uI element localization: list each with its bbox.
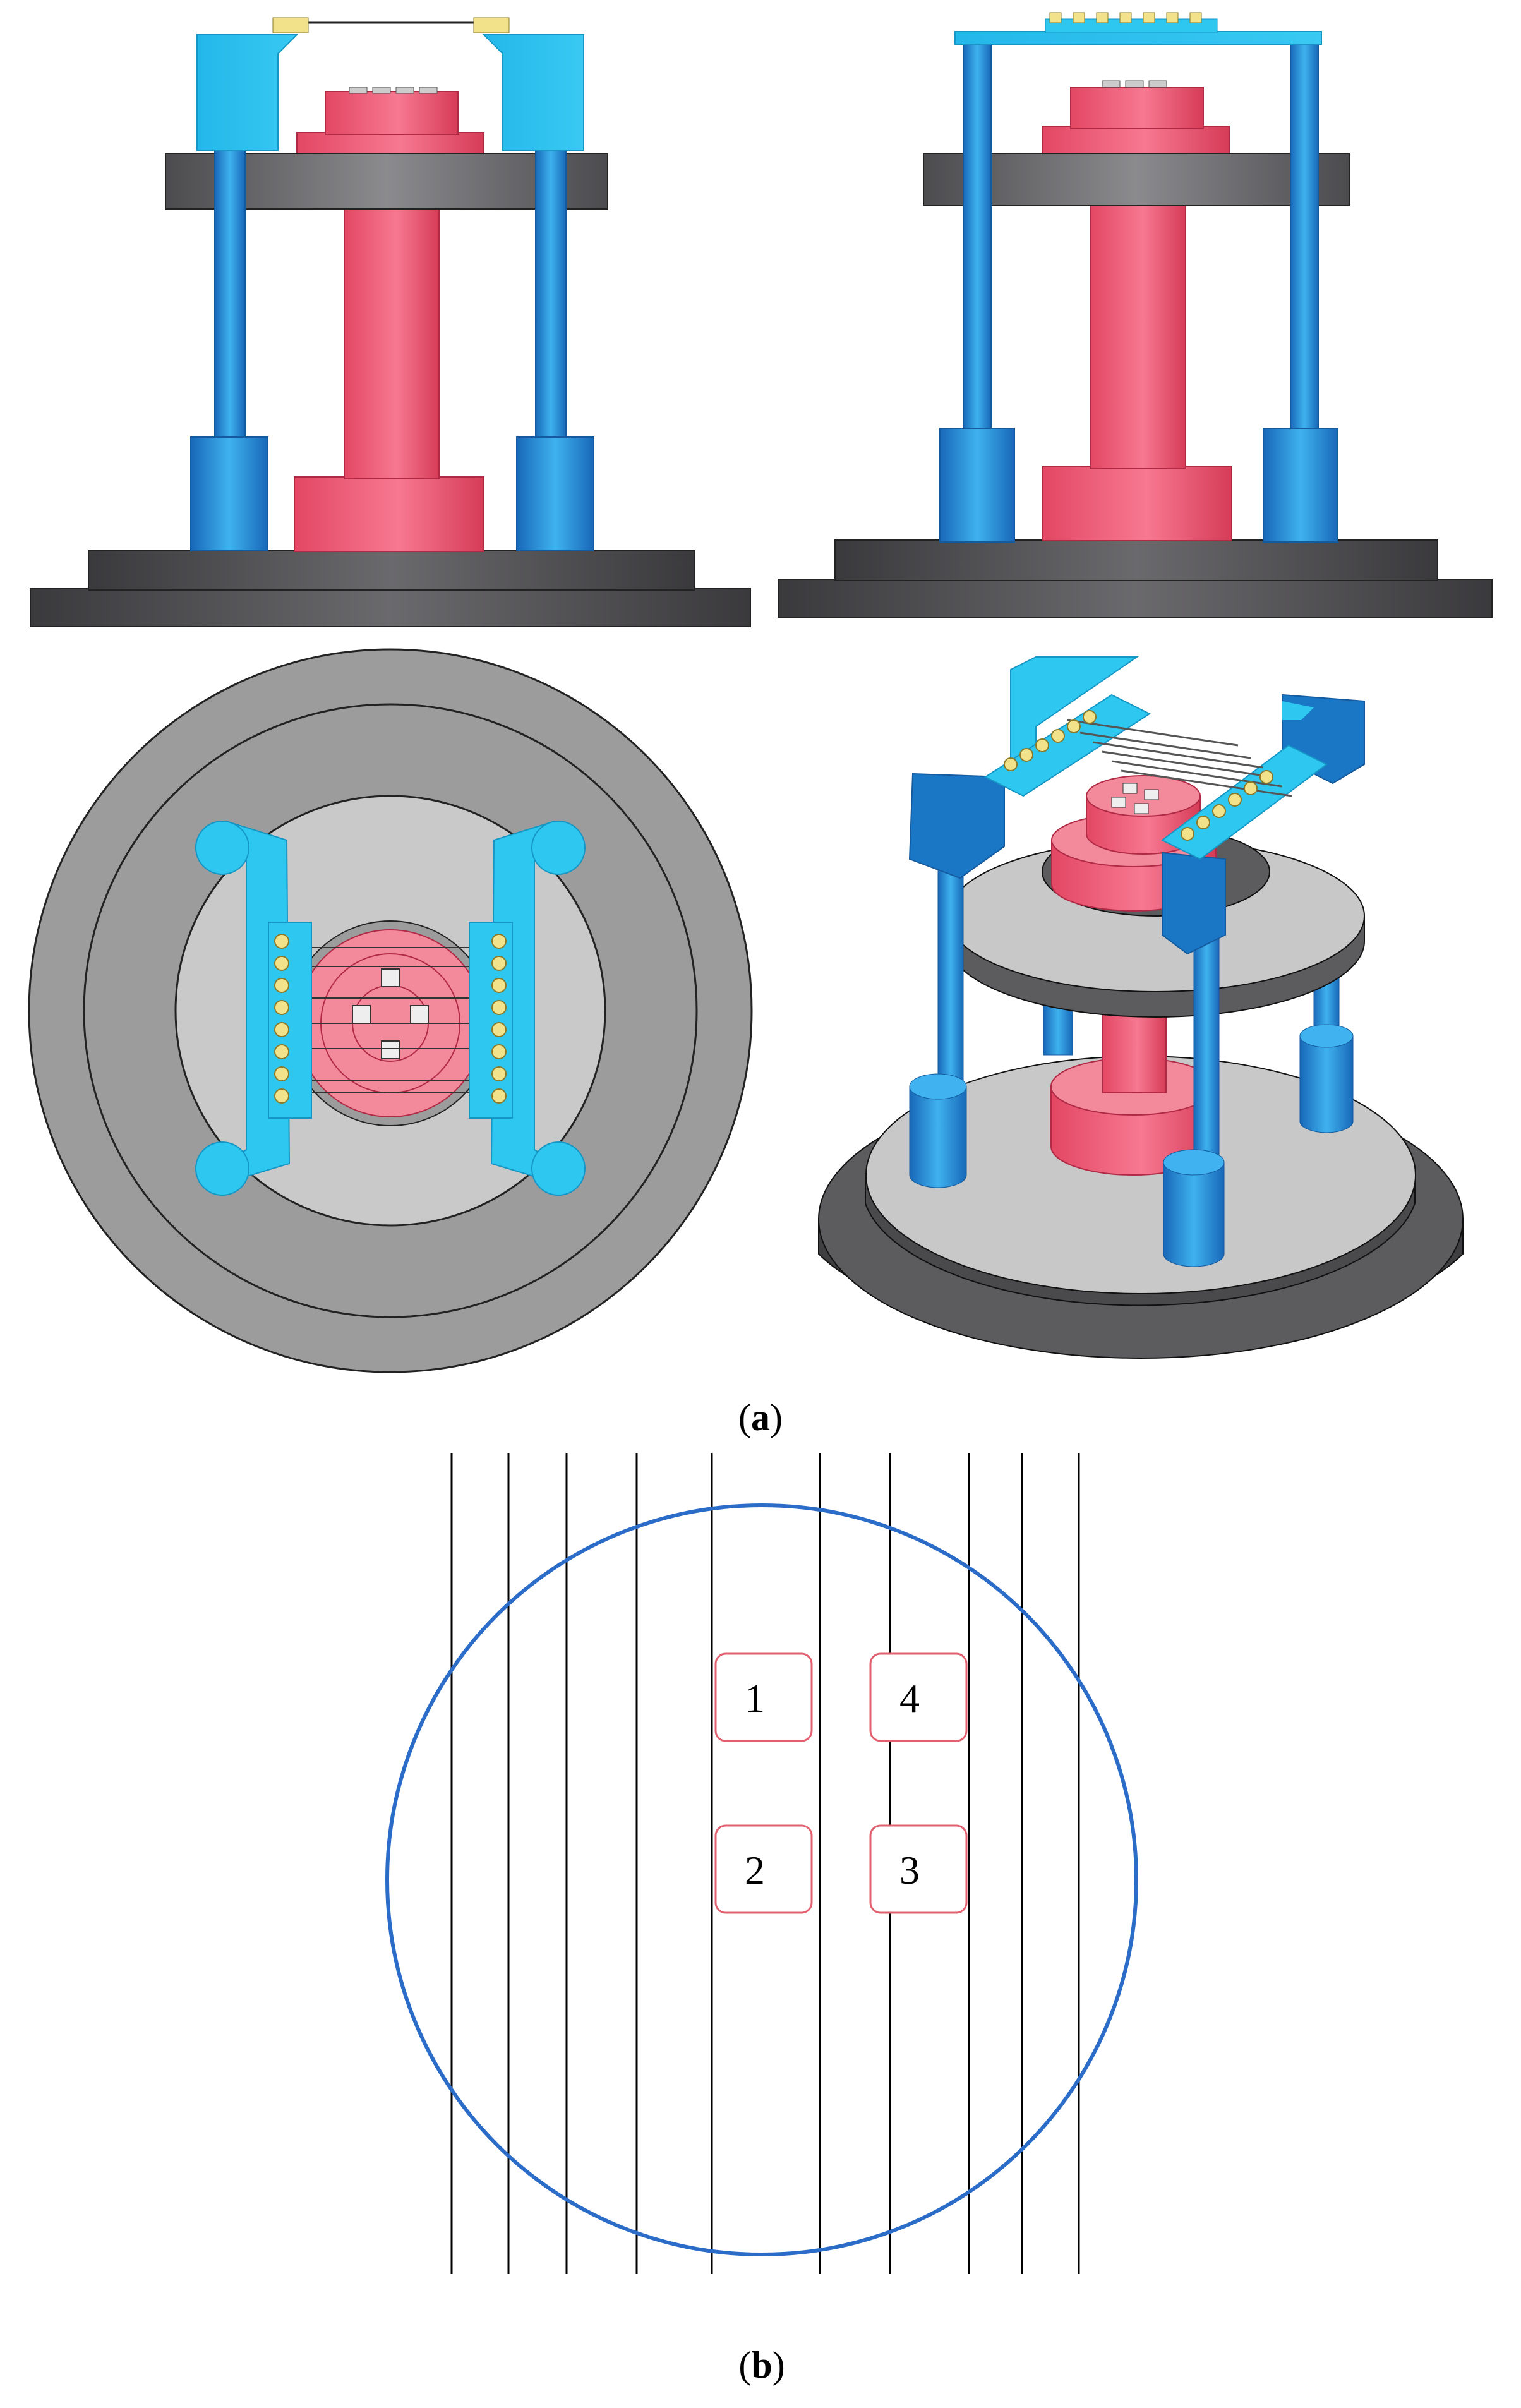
gold-terminals bbox=[1049, 12, 1202, 23]
base-plate-upper bbox=[88, 550, 695, 591]
core-lower-flange bbox=[294, 476, 484, 552]
post-foot-left bbox=[190, 436, 268, 551]
gold-terminal-left bbox=[272, 17, 309, 33]
sensor-pad bbox=[1125, 80, 1144, 88]
caption-b: (b) bbox=[738, 2344, 785, 2386]
pad-label: 2 bbox=[745, 1848, 765, 1893]
front-view-right bbox=[778, 12, 1493, 618]
top-view bbox=[28, 648, 753, 1373]
sensor-pad bbox=[352, 1005, 371, 1024]
post-left bbox=[214, 148, 246, 440]
pad-box bbox=[714, 1652, 813, 1742]
core-column bbox=[1090, 200, 1186, 469]
pad-1: 1 bbox=[714, 1652, 813, 1742]
post-right bbox=[535, 148, 567, 440]
post-foot-left bbox=[939, 428, 1015, 543]
core-column bbox=[344, 200, 440, 479]
sensor-pad bbox=[381, 968, 400, 987]
wires-top-view bbox=[297, 947, 486, 1093]
isometric-view bbox=[818, 656, 1464, 1359]
pad-label: 3 bbox=[899, 1848, 920, 1893]
gold-terminals-top-view bbox=[274, 934, 507, 1104]
caption-a: (a) bbox=[738, 1397, 783, 1438]
sensor-pad bbox=[381, 1040, 400, 1059]
gold-terminal-right bbox=[473, 17, 510, 33]
pad-label: 4 bbox=[899, 1676, 920, 1721]
post-right bbox=[1290, 34, 1319, 465]
sample-circle bbox=[385, 1503, 1138, 2256]
post-foot-right bbox=[516, 436, 594, 551]
pad-2: 2 bbox=[714, 1824, 813, 1914]
sensor-pad bbox=[395, 87, 414, 94]
pad-box bbox=[869, 1652, 968, 1742]
sensor-pad bbox=[419, 87, 438, 94]
wire-layout-diagram: 1 4 2 3 bbox=[385, 1453, 1138, 2274]
base-plate-lower bbox=[778, 579, 1493, 618]
pad-box bbox=[869, 1824, 968, 1914]
core-lower-flange bbox=[1042, 466, 1232, 541]
frame-top-left bbox=[195, 820, 312, 1196]
pad-3: 3 bbox=[869, 1824, 968, 1914]
sensor-pad bbox=[1102, 80, 1121, 88]
base-plate-lower bbox=[30, 588, 751, 627]
frame-top-right bbox=[469, 820, 586, 1196]
pad-4: 4 bbox=[869, 1652, 968, 1742]
support-plate bbox=[923, 153, 1350, 206]
pad-label: 1 bbox=[745, 1676, 765, 1721]
wire-board bbox=[954, 31, 1322, 45]
base-plate-upper bbox=[834, 539, 1438, 581]
pad-box bbox=[714, 1824, 813, 1914]
sensor-pad bbox=[372, 87, 391, 94]
sensor-pad bbox=[349, 87, 368, 94]
panel-b: 1 4 2 3 (b) bbox=[0, 1453, 1521, 2408]
gold-terminals-iso bbox=[1004, 710, 1273, 841]
frame-clamp-right bbox=[482, 34, 584, 151]
frame-clamp-left bbox=[196, 34, 299, 151]
post-foot-right bbox=[1263, 428, 1338, 543]
core-top bbox=[325, 91, 459, 135]
panel-a: (a) bbox=[28, 12, 1493, 1438]
sensor-pad bbox=[1148, 80, 1167, 88]
pads-group: 1 4 2 3 bbox=[714, 1652, 968, 1914]
wire-board-right bbox=[1161, 744, 1328, 860]
post-left bbox=[963, 34, 992, 465]
core-top bbox=[1070, 87, 1204, 129]
front-view-left bbox=[30, 17, 751, 627]
panel-a-drawing bbox=[28, 12, 1493, 1373]
sensor-pad bbox=[410, 1005, 429, 1024]
